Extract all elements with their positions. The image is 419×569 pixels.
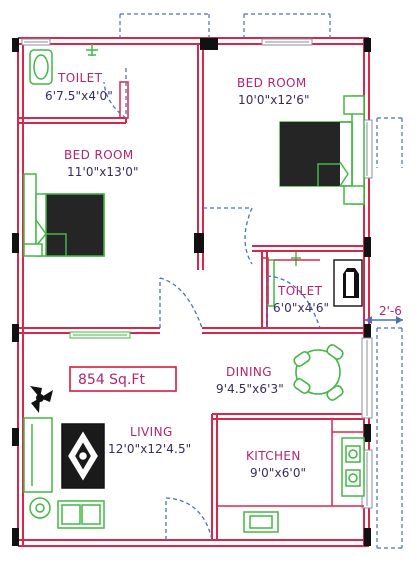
wall-posts: [12, 38, 371, 546]
dimension-label: 2'-6: [379, 304, 402, 318]
living-size: 12'0"x12'4.5": [108, 442, 191, 456]
dining-set: [293, 344, 344, 401]
bedroom-left-size: 11'0"x13'0": [67, 165, 139, 179]
bedroom-right-name: BED ROOM: [237, 76, 307, 90]
bedroom-right-bed: [279, 95, 365, 205]
kitchen-size: 9'0"x6'0": [250, 466, 306, 480]
area-box: [69, 366, 177, 392]
toilet-middle-name: TOILET: [277, 284, 323, 298]
bedroom-right-size: 10'0"x12'6": [238, 93, 310, 107]
area-label: 854 Sq.Ft: [78, 372, 145, 388]
kitchen-name: KITCHEN: [246, 449, 301, 463]
toilet-middle-size: 6'0"x4'6": [273, 301, 329, 315]
door-swings: [103, 68, 321, 541]
external-guide-lines: [119, 13, 403, 549]
toilet-middle-fixtures: [262, 252, 363, 307]
toilet-top-name: TOILET: [57, 71, 103, 85]
toilet-top-size: 6'7.5"x4'0": [45, 89, 113, 103]
living-room-furniture: [23, 417, 105, 529]
dining-name: DINING: [226, 365, 272, 379]
living-name: LIVING: [130, 425, 173, 439]
dining-size: 9'4.5"x6'3": [216, 382, 284, 396]
window-openings: [21, 38, 373, 509]
inner-wall-lines: [18, 44, 364, 540]
dimension-marker: [365, 316, 403, 324]
toilet-top-fixtures: [29, 44, 129, 119]
bedroom-left-name: BED ROOM: [64, 148, 134, 162]
bedroom-left-bed: [23, 173, 105, 257]
fan-icon: [30, 386, 53, 413]
kitchen-fixtures: [217, 419, 365, 533]
